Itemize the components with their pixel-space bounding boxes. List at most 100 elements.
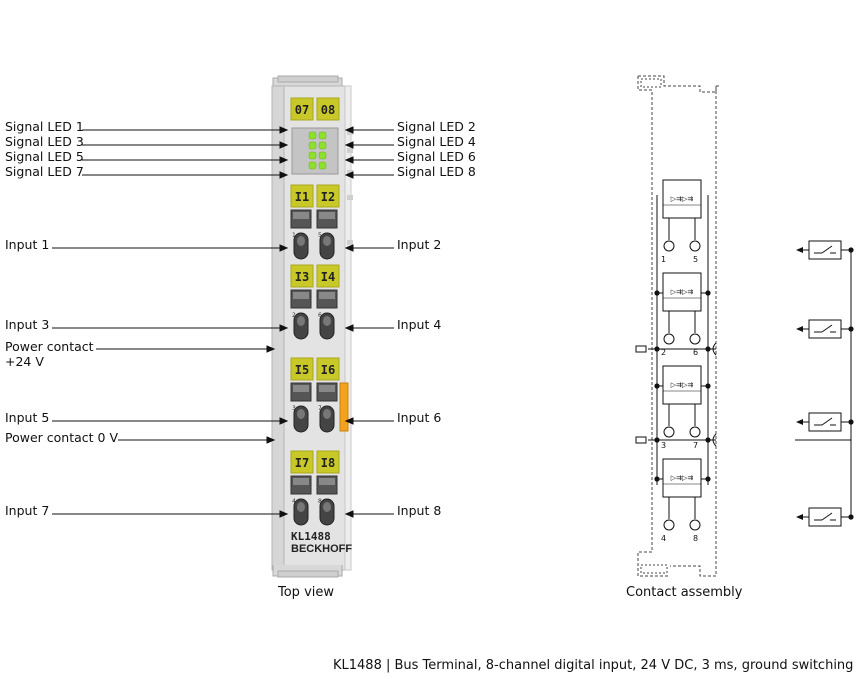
field-switch bbox=[808, 319, 842, 339]
signal-arrow-icon bbox=[796, 514, 803, 520]
ca-terminal-number: 6 bbox=[693, 348, 698, 357]
rail-junction-dot bbox=[705, 437, 711, 443]
callout-input-2: Input 2 bbox=[397, 237, 442, 252]
terminal-number: 3 bbox=[292, 405, 296, 412]
led-label-08-text: 08 bbox=[321, 103, 335, 117]
model-label: KL1488 bbox=[291, 530, 331, 543]
callout-input-6: Input 6 bbox=[397, 410, 442, 425]
terminal-point bbox=[689, 519, 701, 531]
callout-input-4: Input 4 bbox=[397, 317, 442, 332]
ca-terminal-number: 3 bbox=[661, 441, 666, 450]
terminal-number: 5 bbox=[318, 232, 322, 239]
callout-signal-led-2: Signal LED 2 bbox=[397, 119, 476, 134]
ca-terminal-number: 1 bbox=[661, 255, 666, 264]
release-slot-highlight bbox=[293, 478, 309, 485]
optocoupler-module bbox=[662, 458, 702, 498]
switch-junction-dot bbox=[848, 514, 854, 520]
rail-junction-dot bbox=[654, 346, 660, 352]
switch-junction-dot bbox=[848, 419, 854, 425]
channel-label-text: I6 bbox=[321, 363, 335, 377]
wire-entry-highlight bbox=[323, 316, 331, 326]
optocoupler-symbol: ▷⇉▷⇉ bbox=[671, 474, 694, 482]
wire-entry-highlight bbox=[323, 409, 331, 419]
signal-leds bbox=[308, 131, 327, 170]
callout-input-1: Input 1 bbox=[5, 237, 50, 252]
terminal-point bbox=[689, 333, 701, 345]
release-slot-highlight bbox=[293, 212, 309, 219]
signal-arrow-icon bbox=[796, 247, 803, 253]
terminal-point bbox=[663, 519, 675, 531]
callout-input-3: Input 3 bbox=[5, 317, 50, 332]
optocoupler-module bbox=[662, 179, 702, 219]
optocoupler-symbol: ▷⇉▷⇉ bbox=[671, 195, 694, 203]
caption-top-view: Top view bbox=[278, 585, 335, 600]
ca-terminal-number: 4 bbox=[661, 534, 666, 543]
terminal-number: 6 bbox=[318, 312, 322, 319]
callout-signal-led-8: Signal LED 8 bbox=[397, 164, 476, 179]
field-switches bbox=[795, 240, 854, 527]
caption-footer: KL1488 | Bus Terminal, 8-channel digital… bbox=[333, 658, 854, 673]
release-slot-highlight bbox=[319, 212, 335, 219]
callout-signal-led-6: Signal LED 6 bbox=[397, 149, 476, 164]
caption-contact-assembly: Contact assembly bbox=[626, 585, 743, 600]
terminal-number: 2 bbox=[292, 312, 296, 319]
optocoupler-symbol: ▷⇉▷⇉ bbox=[671, 381, 694, 389]
callout-signal-led-5: Signal LED 5 bbox=[5, 149, 84, 164]
ca-terminal-number: 7 bbox=[693, 441, 698, 450]
channel-label-i5 bbox=[290, 357, 314, 381]
channel-label-text: I8 bbox=[321, 456, 335, 470]
field-switch bbox=[808, 412, 842, 432]
led-label-07 bbox=[290, 97, 314, 121]
channel-label-i4 bbox=[316, 264, 340, 288]
channel-label-text: I5 bbox=[295, 363, 309, 377]
release-slot-highlight bbox=[319, 478, 335, 485]
wire-entry-highlight bbox=[323, 236, 331, 246]
callout-signal-led-1: Signal LED 1 bbox=[5, 119, 84, 134]
terminal-number: 1 bbox=[292, 232, 296, 239]
terminal-point bbox=[689, 240, 701, 252]
switch-junction-dot bbox=[848, 326, 854, 332]
channel-label-i1 bbox=[290, 184, 314, 208]
wire-entry-highlight bbox=[297, 236, 305, 246]
callout-signal-led-3: Signal LED 3 bbox=[5, 134, 84, 149]
wire-entry-highlight bbox=[297, 502, 305, 512]
ca-terminal-number: 5 bbox=[693, 255, 698, 264]
channel-label-i7 bbox=[290, 450, 314, 474]
field-switch bbox=[808, 240, 842, 260]
release-slot-highlight bbox=[293, 385, 309, 392]
terminal-point bbox=[663, 333, 675, 345]
wire-entry-highlight bbox=[323, 502, 331, 512]
brand-label: BECKHOFF bbox=[291, 543, 352, 555]
callout-input-7: Input 7 bbox=[5, 503, 50, 518]
terminal-point bbox=[663, 426, 675, 438]
wire-entry-highlight bbox=[297, 316, 305, 326]
signal-arrow-icon bbox=[796, 326, 803, 332]
release-slot-highlight bbox=[319, 385, 335, 392]
signal-arrow-icon bbox=[796, 419, 803, 425]
wire-entry-highlight bbox=[297, 409, 305, 419]
terminal-point bbox=[689, 426, 701, 438]
rail-junction-dot bbox=[705, 346, 711, 352]
leader-lines-left bbox=[52, 126, 289, 518]
ca-terminal-number: 8 bbox=[693, 534, 698, 543]
channel-label-i6 bbox=[316, 357, 340, 381]
channel-label-text: I4 bbox=[321, 270, 335, 284]
optocoupler-module bbox=[662, 365, 702, 405]
callout-signal-led-7: Signal LED 7 bbox=[5, 164, 84, 179]
channel-label-i3 bbox=[290, 264, 314, 288]
callout-power-contact-24v: Power contact +24 V bbox=[5, 339, 94, 369]
leader-lines-right bbox=[344, 126, 394, 518]
power-contact-indicator bbox=[339, 382, 349, 432]
channel-label-i2 bbox=[316, 184, 340, 208]
callout-input-8: Input 8 bbox=[397, 503, 442, 518]
channel-label-i8 bbox=[316, 450, 340, 474]
led-label-07-text: 07 bbox=[295, 103, 309, 117]
field-switch bbox=[808, 507, 842, 527]
callout-power-contact-0v: Power contact 0 V bbox=[5, 430, 118, 445]
release-slot-highlight bbox=[293, 292, 309, 299]
release-slot-highlight bbox=[319, 292, 335, 299]
terminal-number: 7 bbox=[318, 405, 322, 412]
led-label-08 bbox=[316, 97, 340, 121]
channel-label-text: I3 bbox=[295, 270, 309, 284]
